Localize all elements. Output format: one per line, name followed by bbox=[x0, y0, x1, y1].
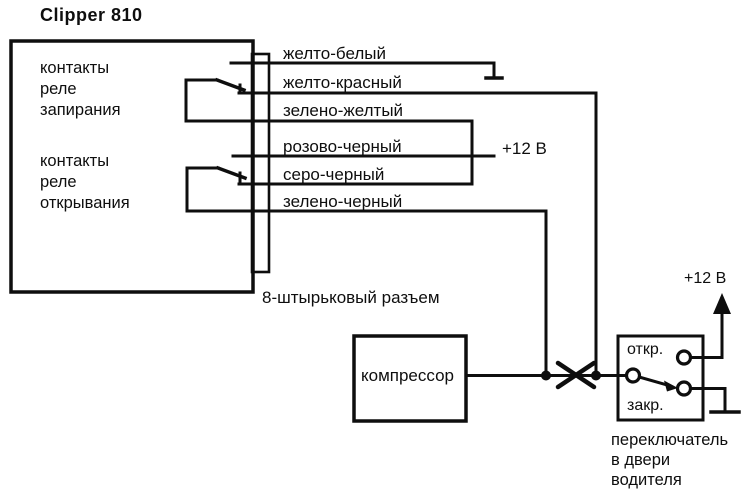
lock-relay-caption-line: контакты bbox=[40, 59, 110, 77]
terminal-common-circle bbox=[624, 367, 642, 384]
unlock-relay-contact-frame bbox=[185, 166, 220, 213]
switch-arm bbox=[637, 375, 671, 388]
lock-relay-contact-frame bbox=[184, 78, 219, 123]
unlock-relay-caption-line: реле bbox=[40, 173, 77, 191]
wire-label-yellow-red: желто-красный bbox=[283, 73, 402, 92]
compressor-label: компрессор bbox=[361, 366, 454, 385]
wire-yellow-red-line bbox=[237, 91, 598, 377]
wire-yellow-white-line bbox=[229, 61, 496, 79]
lock-relay-caption-line: запирания bbox=[40, 101, 121, 119]
wire-label-yellow-white: желто-белый bbox=[283, 44, 386, 63]
connector-8pin-box bbox=[250, 52, 271, 274]
wire-green-yellow-line bbox=[184, 119, 474, 186]
wire-green-black-line bbox=[185, 209, 548, 377]
junction-dot-yellow-red bbox=[591, 370, 601, 381]
wire-label-green-yellow: зелено-желтый bbox=[283, 101, 404, 120]
switch-closed-ground-line bbox=[688, 387, 727, 413]
door-switch-caption-line: переключатель bbox=[611, 431, 729, 449]
unlock-relay-caption-line: открывания bbox=[40, 194, 130, 212]
diagram-title: Clipper 810 bbox=[40, 5, 143, 25]
lock-relay-caption: контакты реле запирания bbox=[40, 58, 121, 121]
wire-label-gray-black: серо-черный bbox=[283, 165, 385, 184]
switch-arm-arrowhead bbox=[664, 380, 678, 392]
power-label-right: +12 В bbox=[684, 270, 727, 287]
door-switch-caption-line: водителя bbox=[611, 471, 682, 489]
compressor-box bbox=[352, 334, 468, 423]
door-switch-box bbox=[616, 334, 705, 422]
switch-open-power-line bbox=[688, 309, 724, 359]
wire-label-green-black: зелено-черный bbox=[283, 192, 403, 211]
switch-open-label: откр. bbox=[627, 341, 664, 358]
door-switch-caption: переключатель в двери водителя bbox=[611, 430, 728, 490]
unlock-relay-caption-line: контакты bbox=[40, 152, 110, 170]
wire-label-pink-black: розово-черный bbox=[283, 137, 402, 156]
lock-relay-caption-line: реле bbox=[40, 80, 77, 98]
splice-x-icon bbox=[555, 360, 597, 390]
unlock-relay-caption: контакты реле открывания bbox=[40, 151, 130, 214]
door-switch-caption-line: в двери bbox=[611, 451, 671, 469]
power-up-arrowhead bbox=[713, 293, 731, 314]
terminal-open-circle bbox=[675, 349, 693, 366]
junction-dot-green-black bbox=[541, 370, 551, 381]
switch-closed-label: закр. bbox=[627, 397, 664, 414]
power-label-left: +12 В bbox=[502, 139, 547, 158]
terminal-closed-circle bbox=[675, 380, 693, 397]
connector-label: 8-штырьковый разъем bbox=[262, 288, 440, 307]
